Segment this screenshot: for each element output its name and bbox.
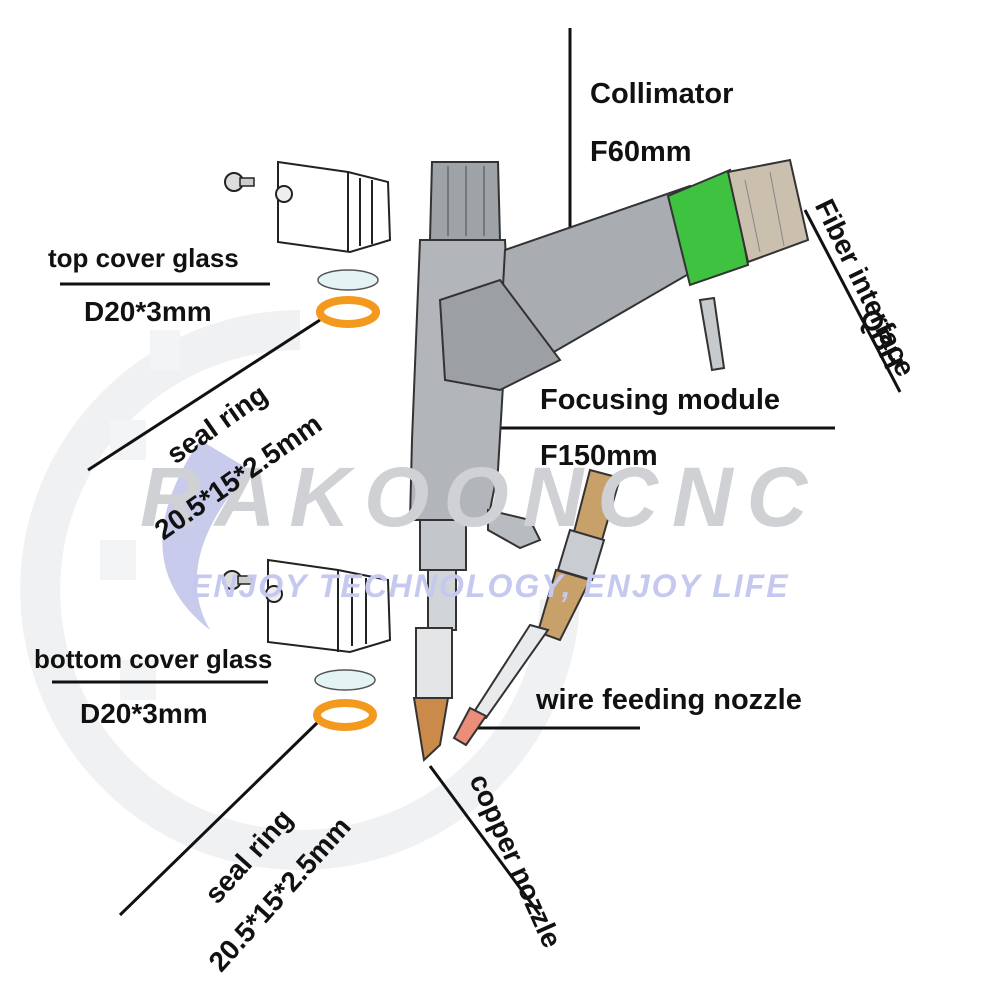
seal-ring-bottom-leader [118, 720, 320, 917]
copper-nozzle-leader [428, 765, 542, 916]
label-collimator-focal: F60mm [590, 136, 692, 168]
bottom-seal-ring [313, 699, 377, 731]
watermark-tagline: ENJOY TECHNOLOGY, ENJOY LIFE [190, 568, 790, 604]
bottom-cover-glass-disc [314, 669, 376, 691]
top-cover-plate [277, 160, 392, 254]
welding-head-body [408, 161, 732, 763]
copper-nozzle-tip [412, 697, 450, 763]
label-top-cover-glass-size: D20*3mm [84, 296, 212, 327]
qbh-connector [666, 158, 810, 287]
top-seal-ring [316, 296, 380, 328]
swoosh-watermark [162, 440, 250, 630]
screw-hole-icon [265, 585, 283, 603]
label-focusing-focal: F150mm [540, 440, 658, 472]
gear-watermark-icon [20, 310, 580, 870]
arm-lever [698, 296, 726, 372]
label-top-cover-glass: top cover glass [48, 243, 239, 273]
watermark-brand: RAKOONCNC [140, 450, 822, 544]
leader-lines [52, 28, 902, 917]
seal-ring-top-leader [87, 318, 321, 472]
label-bottom-cover-glass: bottom cover glass [34, 644, 273, 674]
label-collimator: Collimator [590, 78, 734, 110]
top-cover-glass-disc [317, 269, 379, 291]
label-focusing-module: Focusing module [540, 384, 781, 416]
screw-hole-icon [275, 185, 293, 203]
screw-icon [222, 570, 253, 590]
fiber-interface-leader [803, 209, 902, 393]
bottom-cover-plate [267, 558, 392, 654]
screw-icon [224, 172, 255, 192]
wire-feeder [452, 468, 622, 747]
label-bottom-cover-glass-size: D20*3mm [80, 698, 208, 729]
label-wire-feeding-nozzle: wire feeding nozzle [536, 684, 802, 716]
